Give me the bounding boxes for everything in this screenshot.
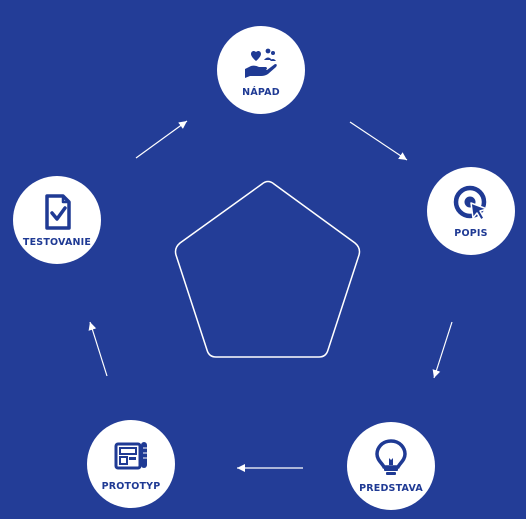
- node-testovanie: TESTOVANIE: [13, 176, 101, 264]
- node-label-predstava: PREDSTAVA: [359, 483, 423, 494]
- node-label-testovanie: TESTOVANIE: [22, 237, 92, 248]
- center-pentagon: [174, 180, 361, 358]
- node-predstava: PREDSTAVA: [347, 422, 435, 510]
- node-napad: NÁPAD: [217, 26, 305, 114]
- node-prototyp: PROTOTYP: [87, 420, 175, 508]
- target-cursor-icon: [453, 185, 488, 221]
- clipboard-check-icon: [45, 194, 71, 230]
- arrow-popis-to-predstava: [432, 321, 453, 379]
- node-popis: POPIS: [427, 167, 515, 255]
- arrow-prototyp-to-testovanie: [88, 321, 108, 377]
- arrow-napad-to-popis: [349, 121, 408, 161]
- lightbulb-icon: [375, 439, 407, 475]
- node-label-prototyp: PROTOTYP: [101, 481, 161, 492]
- blueprint-icon: [114, 442, 147, 470]
- node-label-popis: POPIS: [454, 228, 488, 239]
- node-label-napad: NÁPAD: [242, 87, 280, 98]
- heart-hand-people-icon: [245, 48, 277, 78]
- arrow-testovanie-to-napad: [135, 120, 188, 159]
